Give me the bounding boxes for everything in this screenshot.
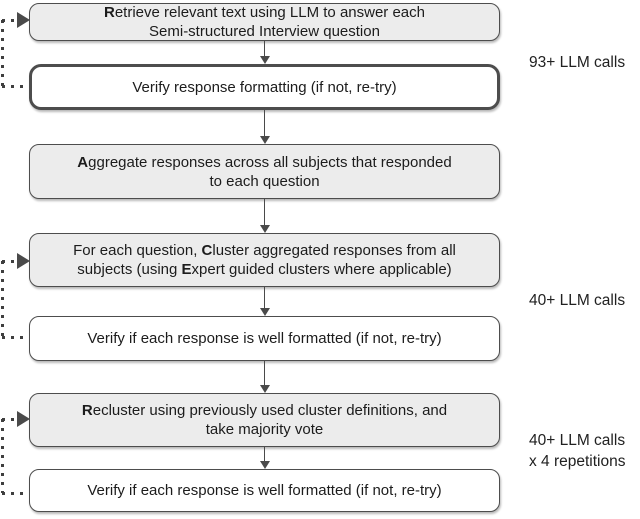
arrow-down-icon [259, 385, 270, 393]
flow-step-label: Retrieve relevant text using LLM to answ… [103, 4, 425, 40]
dotted-line [2, 492, 29, 495]
flow-step-label: Recluster using previously used cluster … [81, 402, 448, 438]
dotted-line [1, 261, 4, 337]
flow-step-recluster: Recluster using previously used cluster … [29, 393, 500, 447]
flow-step-label: Verify if each response is well formatte… [87, 330, 442, 347]
flow-arrow-3 [259, 199, 270, 233]
flow-step-label: For each question, Cluster aggregated re… [73, 242, 456, 278]
flow-arrow-2 [259, 110, 270, 144]
dotted-line [1, 419, 4, 493]
dotted-line [2, 336, 29, 339]
flow-arrow-1 [259, 41, 270, 64]
dotted-line [2, 85, 29, 88]
flow-step-retrieve: Retrieve relevant text using LLM to answ… [29, 3, 500, 41]
arrow-right-icon [17, 253, 30, 269]
flow-step-verify-1: Verify if each response is well formatte… [29, 316, 500, 361]
arrow-down-icon [259, 136, 270, 144]
dotted-line [2, 260, 17, 263]
flow-step-label: Verify if each response is well formatte… [87, 482, 442, 499]
llm-calls-label-2: 40+ LLM calls [529, 292, 626, 309]
llm-calls-label-1: 93+ LLM calls [529, 54, 626, 71]
flow-arrow-5 [259, 361, 270, 393]
arrow-down-icon [259, 56, 270, 64]
dotted-line [2, 19, 17, 22]
arrow-down-icon [259, 461, 270, 469]
flow-step-label: Aggregate responses across all subjects … [77, 153, 452, 190]
flow-arrow-6 [259, 447, 270, 469]
dotted-line [2, 418, 17, 421]
flow-step-verify-formatting: Verify response formatting (if not, re-t… [29, 64, 500, 110]
flow-step-aggregate: Aggregate responses across all subjects … [29, 144, 500, 199]
arrow-down-icon [259, 308, 270, 316]
flow-step-cluster: For each question, Cluster aggregated re… [29, 233, 500, 287]
flow-arrow-4 [259, 287, 270, 316]
arrow-right-icon [17, 12, 30, 28]
flow-step-verify-2: Verify if each response is well formatte… [29, 469, 500, 512]
arrow-right-icon [17, 411, 30, 427]
llm-calls-label-3: 40+ LLM calls x 4 repetitions [529, 432, 626, 470]
dotted-line [1, 20, 4, 86]
arrow-down-icon [259, 225, 270, 233]
flow-step-label: Verify response formatting (if not, re-t… [132, 78, 397, 96]
